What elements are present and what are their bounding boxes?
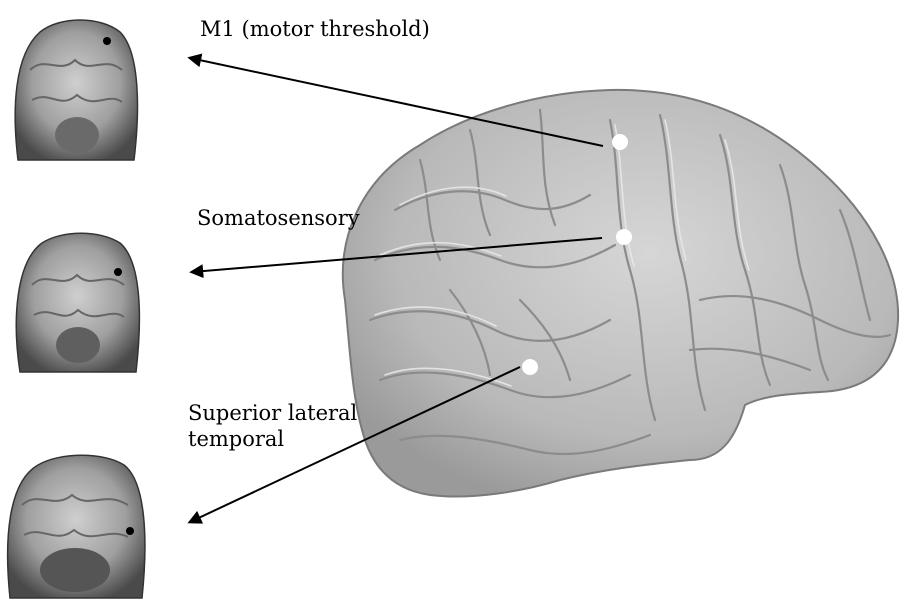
site-marker-m1	[612, 134, 628, 150]
mri-slice-bottom	[8, 455, 145, 598]
brain-render	[343, 90, 898, 497]
label-m1: M1 (motor threshold)	[200, 16, 430, 42]
mri-slice-middle	[16, 233, 139, 372]
label-temporal: Superior lateral temporal	[188, 400, 378, 452]
site-marker-somatosensory	[616, 229, 632, 245]
site-marker-temporal	[522, 359, 538, 375]
mri-slice-top	[15, 20, 137, 160]
mri-marker-temporal	[126, 527, 134, 535]
mri-marker-m1	[103, 37, 111, 45]
label-somatosensory: Somatosensory	[197, 205, 360, 231]
mri-marker-somatosensory	[114, 268, 122, 276]
